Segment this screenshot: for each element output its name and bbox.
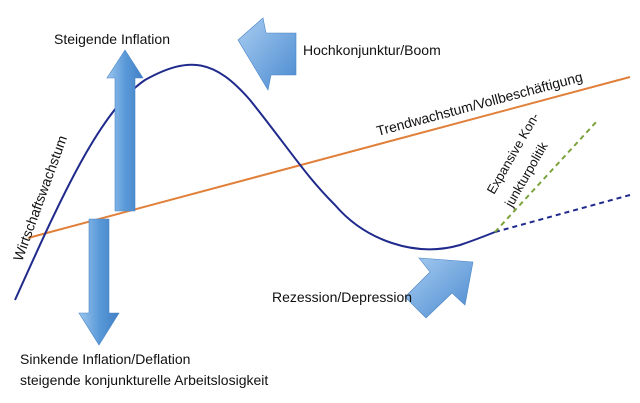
expansive-policy-line [494, 119, 599, 233]
label-rising-inflation: Steigende Inflation [54, 31, 170, 47]
label-boom: Hochkonjunktur/Boom [303, 42, 441, 58]
boom-arrow-icon [237, 17, 297, 91]
label-deflation-line1: Sinkende Inflation/Deflation [20, 351, 190, 367]
label-deflation-line2: steigende konjunkturelle Arbeitslosigkei… [20, 372, 268, 388]
down-arrow-icon [78, 218, 120, 346]
up-arrow-icon [106, 49, 144, 212]
label-trend: Trendwachstum/Vollbeschäftigung [375, 68, 585, 139]
recession-arrow-icon [404, 257, 474, 319]
business-cycle-curve [14, 63, 496, 301]
label-recession: Rezession/Depression [272, 289, 412, 305]
